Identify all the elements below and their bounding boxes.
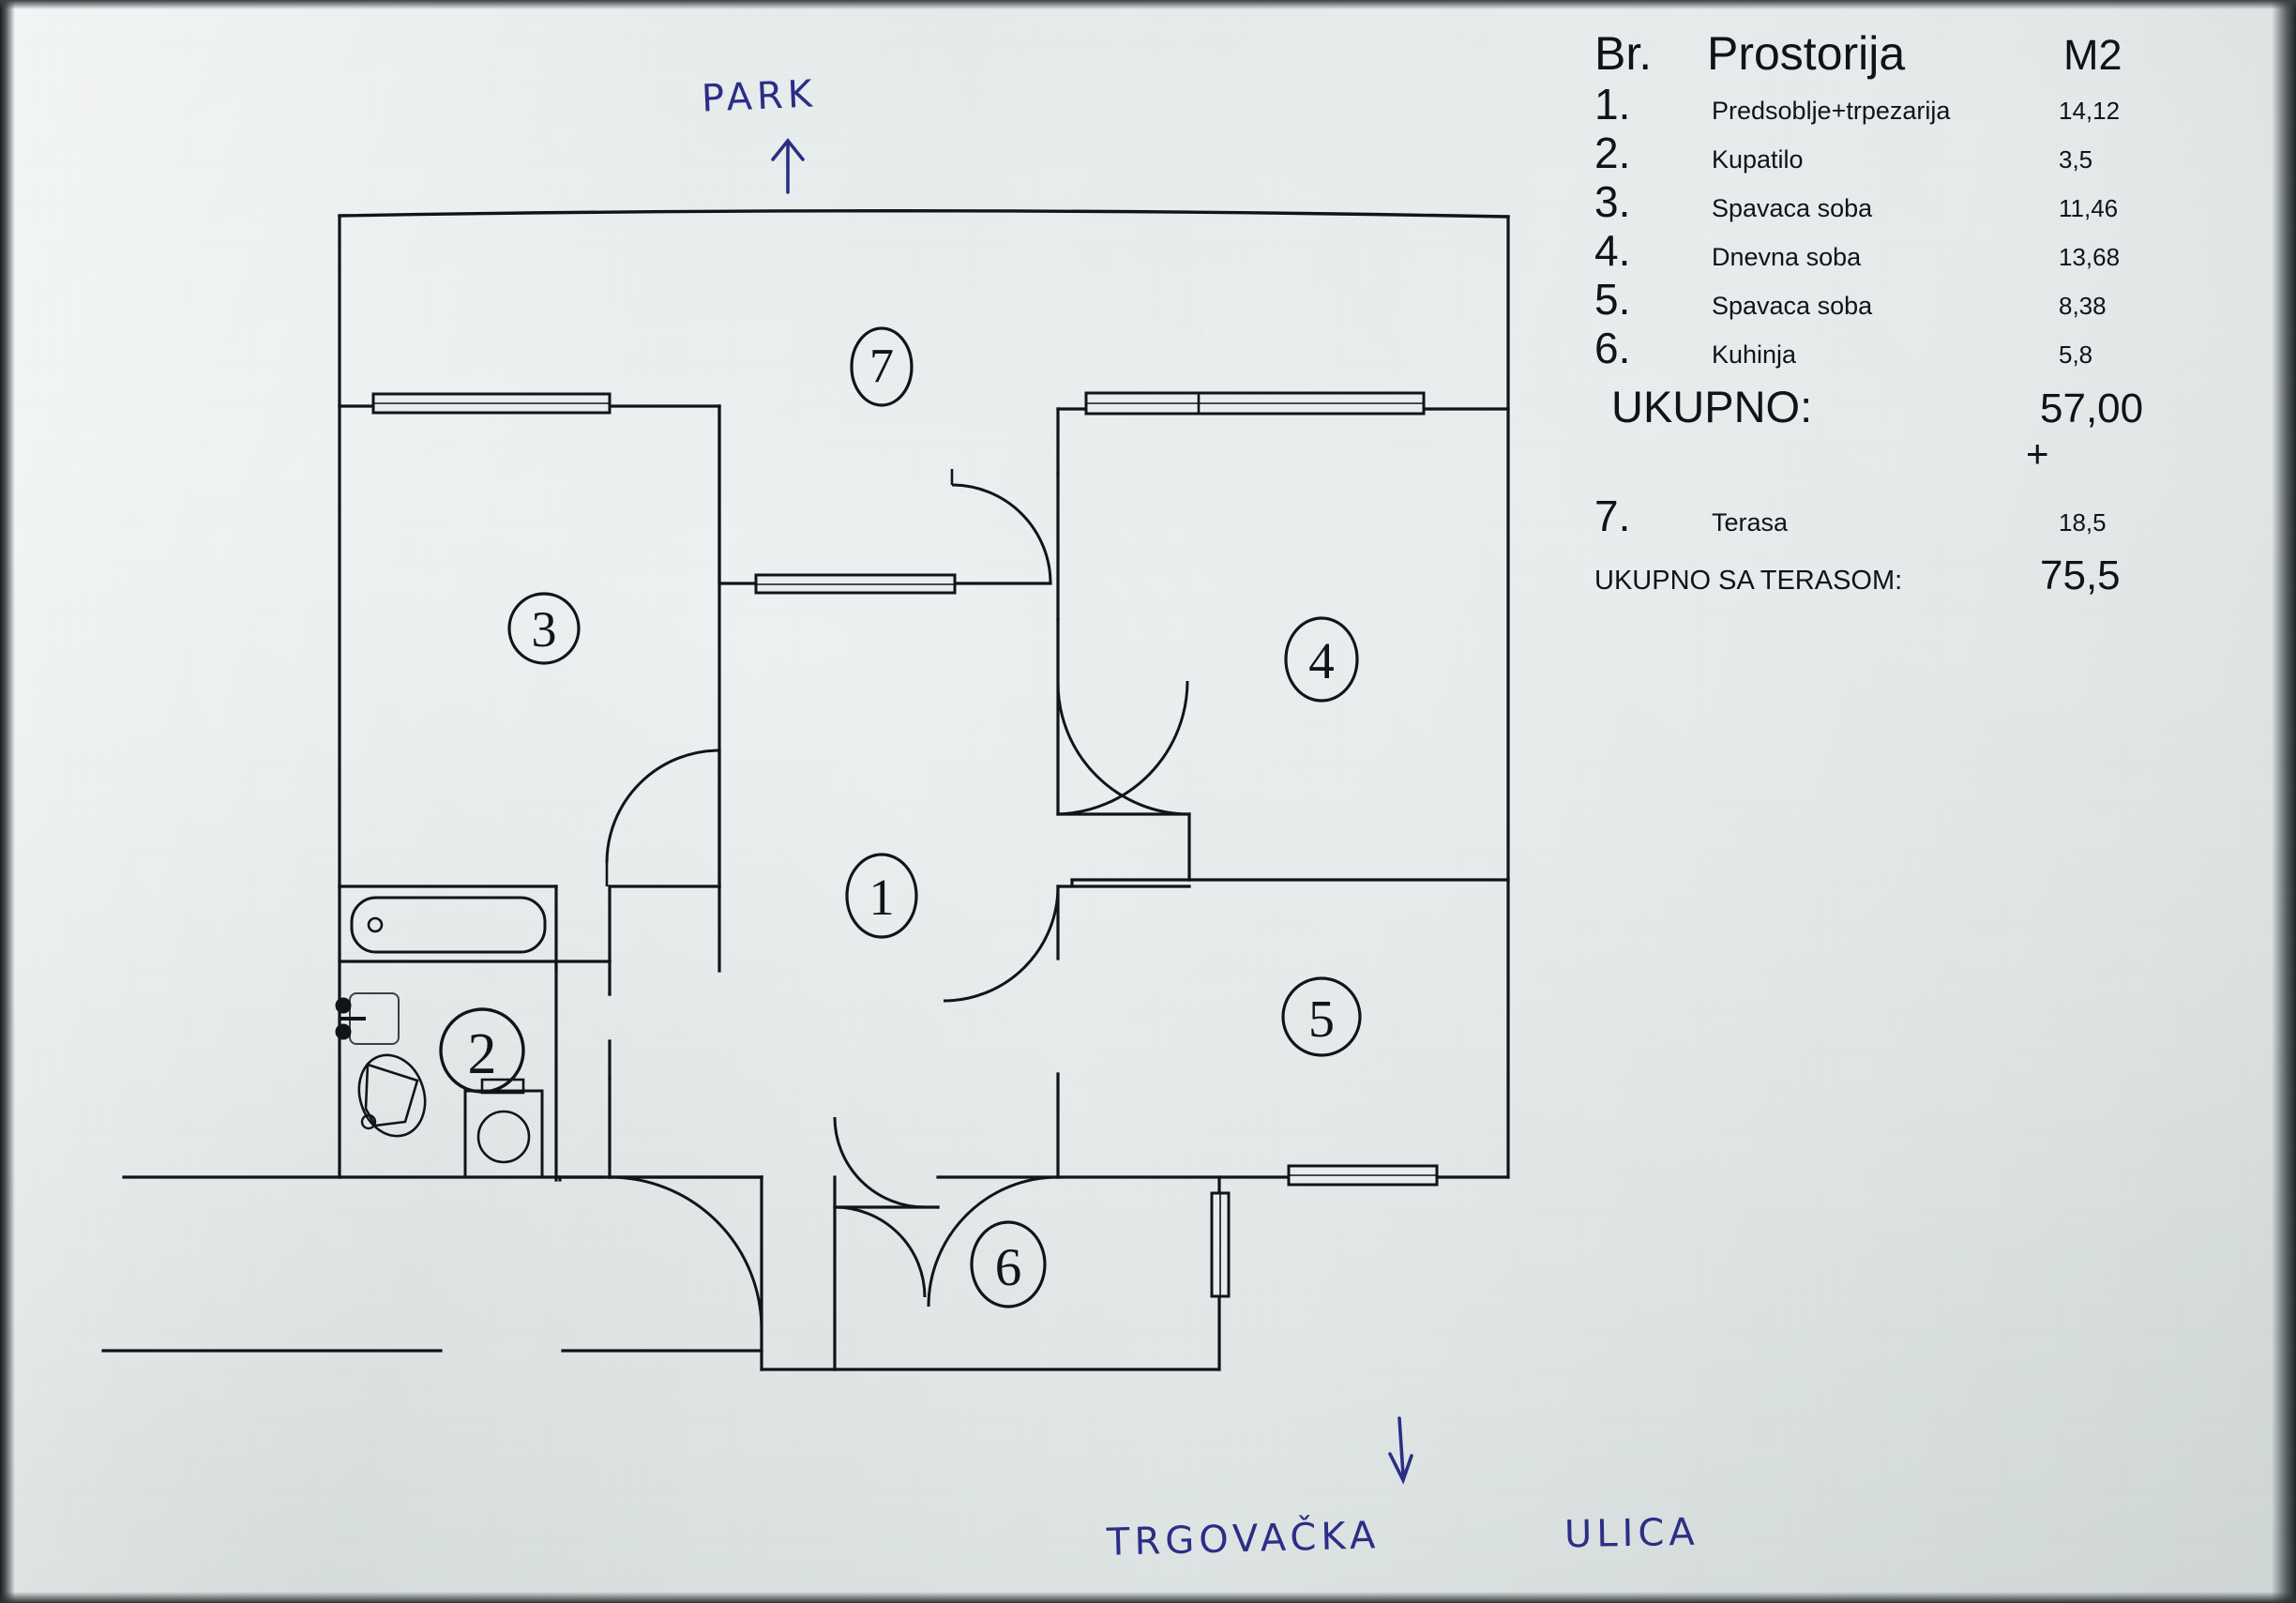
room-marker-3-label: 3 [532, 601, 557, 658]
door-kitchen [833, 1116, 926, 1209]
table-row: 3. Spavaca soba 11,46 [1594, 176, 2176, 227]
terrace-number: 7. [1594, 491, 1631, 540]
terrace-top-wall [338, 209, 1510, 219]
door-terrace-hall [951, 483, 1052, 584]
header-number: Br. [1594, 27, 1653, 80]
door-hall-right [927, 1175, 1059, 1308]
room-marker-6-label: 6 [995, 1238, 1022, 1297]
toilet-icon [357, 1053, 427, 1138]
grand-total-row: UKUPNO SA TERASOM: 75,5 [1594, 552, 2176, 599]
row-number: 3. [1594, 177, 1631, 226]
total-value: 57,00 [2040, 386, 2144, 431]
door-hall-entry [609, 1175, 763, 1330]
door-room-5 [943, 885, 1060, 1003]
row-area: 14,12 [2059, 97, 2121, 125]
row-area: 8,38 [2059, 292, 2107, 320]
terrace-name: Terasa [1712, 508, 1789, 537]
header-room: Prostorija [1707, 27, 1906, 80]
street-label-ulica: ULICA [1563, 1510, 1700, 1557]
room-marker-7-label: 7 [869, 340, 894, 393]
sink-icon [335, 992, 400, 1045]
street-label-trgovacka: TRGOVAČKA [1106, 1514, 1381, 1565]
room-marker-6: 6 [970, 1220, 1047, 1308]
room-marker-4: 4 [1284, 616, 1359, 703]
room-marker-2-label: 2 [468, 1022, 497, 1086]
table-header-row: Br. Prostorija M2 [1594, 26, 2176, 81]
table-row: 6. Kuhinja 5,8 [1594, 323, 2176, 373]
row-number: 4. [1594, 226, 1631, 275]
plus-sign: + [2026, 431, 2049, 476]
bathtub-icon [350, 896, 547, 954]
room-schedule-table: Br. Prostorija M2 1. Predsoblje+trpezari… [1594, 26, 2176, 599]
table-row: 1. Predsoblje+trpezarija 14,12 [1594, 79, 2176, 129]
door-room-4-swing [1057, 680, 1189, 816]
total-label: UKUPNO: [1611, 382, 1813, 431]
plan-doors [605, 469, 1190, 1330]
grand-total-value: 75,5 [2040, 552, 2121, 598]
table-row: 2. Kupatilo 3,5 [1594, 128, 2176, 178]
row-number: 5. [1594, 275, 1631, 324]
grand-total-label: UKUPNO SA TERASOM: [1594, 566, 1903, 596]
room-marker-7: 7 [850, 326, 914, 407]
bathroom-fixtures [335, 896, 547, 1179]
row-area: 11,46 [2059, 194, 2119, 222]
row-name: Kuhinja [1712, 340, 1797, 369]
room-marker-3: 3 [507, 592, 581, 665]
row-name: Dnevna soba [1712, 243, 1862, 271]
room-marker-2: 2 [439, 1007, 525, 1094]
window-hall-terrace [754, 573, 957, 595]
row-area: 5,8 [2059, 340, 2093, 369]
row-number: 6. [1594, 324, 1631, 372]
orientation-arrows [771, 138, 1413, 1485]
street-arrow-down-icon [1388, 1416, 1413, 1485]
row-number: 2. [1594, 129, 1631, 177]
room-marker-5-label: 5 [1308, 991, 1335, 1049]
room-marker-1-label: 1 [869, 869, 895, 926]
table-row: 4. Dnevna soba 13,68 [1594, 225, 2176, 276]
window-room-3 [371, 392, 612, 415]
room-number-markers: 7 3 4 1 5 2 6 [439, 326, 1362, 1308]
park-arrow-up-icon [771, 138, 805, 194]
row-number: 1. [1594, 80, 1631, 129]
row-name: Spavaca soba [1712, 292, 1873, 320]
room-marker-1: 1 [845, 853, 918, 939]
total-row: UKUPNO: 57,00 [1594, 381, 2176, 432]
row-name: Predsoblje+trpezarija [1712, 97, 1951, 125]
window-room-4 [1084, 391, 1426, 416]
door-room-4 [1056, 682, 1190, 816]
terrace-row: 7. Terasa 18,5 [1594, 491, 2176, 541]
door-room-3 [605, 749, 720, 864]
window-room-5 [1287, 1164, 1439, 1187]
window-kitchen [1210, 1191, 1231, 1298]
row-area: 13,68 [2059, 243, 2121, 271]
table-row: 5. Spavaca soba 8,38 [1594, 274, 2176, 325]
row-name: Kupatilo [1712, 145, 1804, 174]
room-marker-5: 5 [1281, 976, 1362, 1057]
row-name: Spavaca soba [1712, 194, 1873, 222]
row-area: 3,5 [2059, 145, 2093, 174]
terrace-area: 18,5 [2059, 508, 2107, 537]
park-label: PARK [701, 72, 818, 121]
plan-windows [371, 391, 1439, 1298]
header-area: M2 [2063, 31, 2122, 79]
washing-machine-icon [463, 1078, 544, 1179]
room-marker-4-label: 4 [1308, 632, 1335, 689]
plan-walls [101, 209, 1510, 1371]
